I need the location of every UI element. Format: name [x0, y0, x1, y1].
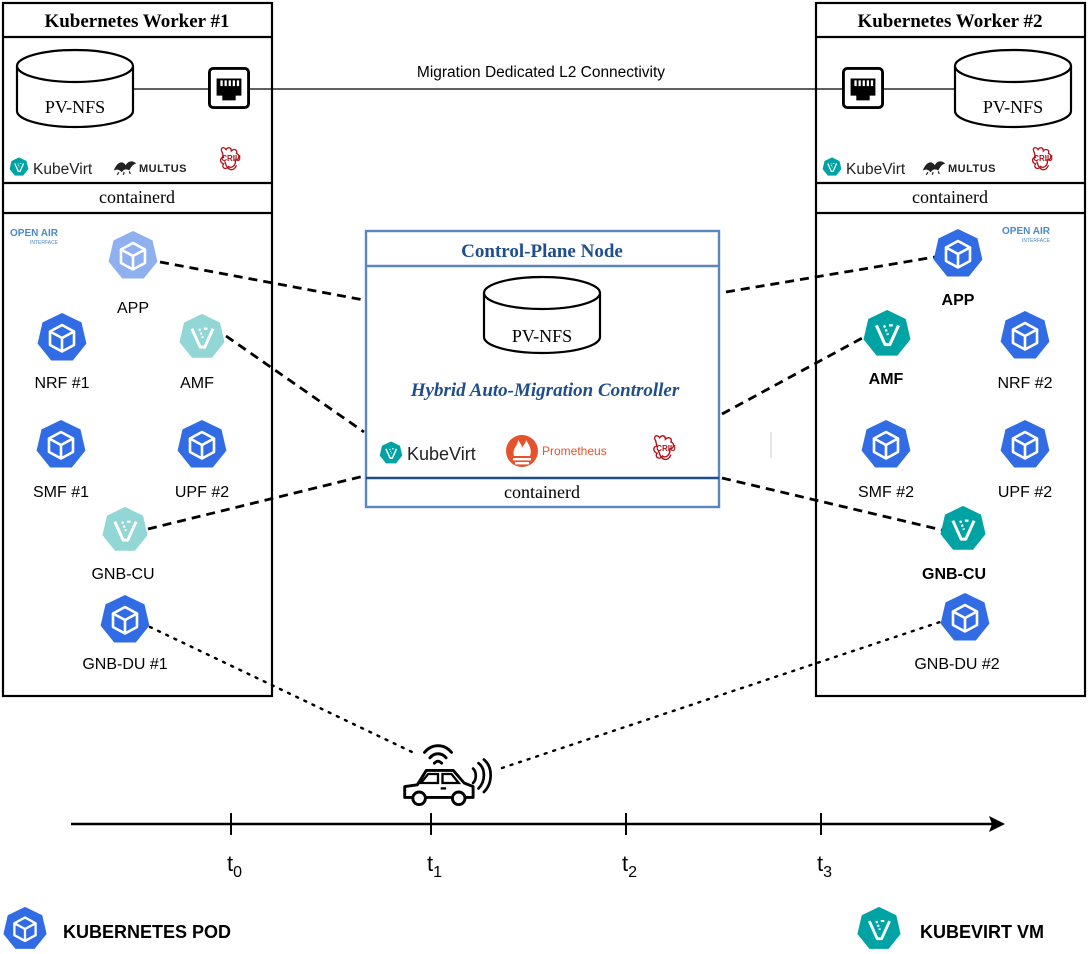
- l2-link-label: Migration Dedicated L2 Connectivity: [417, 64, 665, 81]
- timeline: t0 t1 t2 t3: [71, 813, 1005, 881]
- worker-1-title: Kubernetes Worker #1: [44, 11, 229, 32]
- worker-1-kubevirt-logo: KubeVirt: [33, 161, 93, 178]
- legend-pod-label: KUBERNETES POD: [63, 922, 231, 942]
- kubevirt-logo-icon: [822, 157, 842, 177]
- kubernetes-pod-icon: [2, 906, 48, 951]
- legend-vm-label: KUBEVIRT VM: [920, 922, 1044, 942]
- control-plane-title: Control-Plane Node: [461, 241, 623, 262]
- worker-1-app-pod-icon: [107, 230, 159, 280]
- worker-2-gnbdu-pod-icon: [939, 592, 991, 642]
- database-cylinder-icon: [15, 48, 135, 129]
- tick-label-t1: t1: [427, 851, 442, 881]
- prometheus-logo-icon: [506, 435, 538, 467]
- worker-2-oai-logo-sub: INTERFACE: [1022, 238, 1051, 244]
- worker-1-smf-pod-icon: [35, 419, 87, 469]
- worker-2-runtime: containerd: [912, 187, 988, 207]
- radio-links: [148, 618, 948, 770]
- worker-1-runtime: containerd: [99, 187, 175, 207]
- worker-1-amf-vm-icon: [178, 313, 226, 360]
- worker-2-gnbcu-vm-icon: [939, 505, 987, 552]
- worker-1-amf-label: AMF: [180, 375, 214, 392]
- multus-logo-icon: [922, 160, 946, 176]
- worker-1-upf-pod-icon: [176, 419, 228, 469]
- control-plane-prometheus-logo: Prometheus: [542, 444, 607, 458]
- worker-1-oai-logo-sub: INTERFACE: [30, 240, 59, 246]
- worker-1-app-label: APP: [117, 300, 149, 317]
- control-plane-node: Control-Plane Node PV-NFS Hybrid Auto-Mi…: [364, 229, 721, 509]
- worker-2-upf-pod-icon: [999, 419, 1051, 469]
- worker-1-storage: PV-NFS: [45, 97, 105, 117]
- kubevirt-logo-icon: [9, 157, 29, 177]
- database-cylinder-icon: [953, 48, 1073, 129]
- worker-1-nrf-label: NRF #1: [34, 375, 89, 392]
- worker-1-oai-logo: OPEN AIR: [10, 228, 59, 239]
- control-plane-storage: PV-NFS: [512, 326, 572, 346]
- worker-1: Kubernetes Worker #1 PV-NFS KubeVirt MUL…: [1, 1, 274, 698]
- ethernet-port-icon: [208, 67, 250, 109]
- worker-1-nrf-pod-icon: [36, 312, 88, 362]
- control-links: [147, 255, 943, 532]
- worker-2-app-pod-icon: [932, 228, 984, 278]
- worker-1-criu-logo: CRIU: [221, 154, 241, 163]
- worker-1-gnbcu-vm-icon: [101, 506, 149, 553]
- ethernet-port-icon: [842, 67, 884, 109]
- worker-2-smf-label: SMF #2: [858, 484, 914, 501]
- tick-label-t0: t0: [227, 851, 242, 881]
- worker-2-amf-label: AMF: [869, 371, 904, 388]
- controller-label: Hybrid Auto-Migration Controller: [410, 380, 680, 401]
- worker-2-nrf-label: NRF #2: [997, 375, 1052, 392]
- worker-1-gnbcu-label: GNB-CU: [91, 566, 154, 583]
- tick-label-t3: t3: [817, 851, 832, 881]
- database-cylinder-icon: [482, 275, 602, 355]
- tick-label-t2: t2: [622, 851, 637, 881]
- worker-2-criu-logo: CRIU: [1033, 154, 1053, 163]
- legend: KUBERNETES POD KUBEVIRT VM: [2, 906, 1044, 951]
- kubevirt-vm-icon: [856, 906, 902, 951]
- worker-1-gnbdu-label: GNB-DU #1: [82, 656, 167, 673]
- worker-2-gnbdu-label: GNB-DU #2: [914, 656, 999, 673]
- worker-2-kubevirt-logo: KubeVirt: [846, 161, 906, 178]
- worker-2-oai-logo: OPEN AIR: [1002, 226, 1051, 237]
- worker-2: Kubernetes Worker #2 PV-NFS KubeVirt MUL…: [814, 1, 1087, 698]
- worker-2-storage: PV-NFS: [983, 97, 1043, 117]
- worker-2-upf-label: UPF #2: [998, 484, 1052, 501]
- worker-2-amf-vm-icon: [862, 309, 912, 358]
- worker-2-multus-logo: MULTUS: [948, 163, 996, 175]
- worker-1-gnbdu-pod-icon: [99, 594, 151, 644]
- worker-1-smf-label: SMF #1: [33, 484, 89, 501]
- worker-1-upf-label: UPF #2: [175, 484, 229, 501]
- worker-2-app-label: APP: [942, 292, 975, 309]
- control-plane-criu-logo: CRIU: [656, 444, 676, 453]
- multus-logo-icon: [113, 160, 137, 176]
- worker-1-multus-logo: MULTUS: [139, 163, 187, 175]
- worker-2-smf-pod-icon: [860, 419, 912, 469]
- control-plane-runtime: containerd: [504, 482, 580, 502]
- connected-car-icon: [403, 744, 493, 807]
- control-plane-kubevirt-logo: KubeVirt: [407, 444, 476, 464]
- worker-2-gnbcu-label: GNB-CU: [922, 566, 986, 583]
- worker-2-nrf-pod-icon: [999, 310, 1051, 360]
- worker-2-title: Kubernetes Worker #2: [857, 11, 1042, 32]
